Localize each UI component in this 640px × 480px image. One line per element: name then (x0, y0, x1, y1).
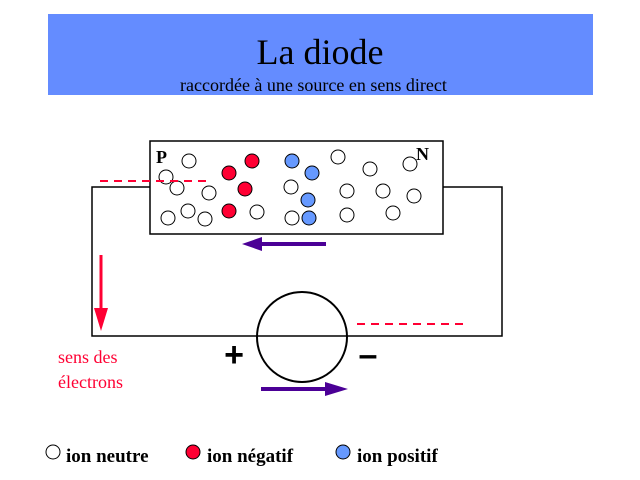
current-arrow-right (261, 382, 348, 396)
neutral-ion (375, 183, 391, 199)
positive-ion (304, 165, 320, 181)
neutral-ion (249, 204, 265, 220)
neutral-ion (284, 210, 300, 226)
positive-ion (300, 192, 316, 208)
neutral-ion (169, 180, 185, 196)
p-region-label: P (156, 147, 167, 167)
electron-direction-label-line2: électrons (58, 372, 123, 392)
legend-negative: ion négatif (207, 446, 294, 467)
electron-direction-arrow (94, 255, 108, 331)
neutral-ion-icon (45, 444, 61, 460)
neutral-ion (160, 210, 176, 226)
right-wire (347, 186, 503, 337)
neutral-ion (385, 205, 401, 221)
page-subtitle: raccordée à une source en sens direct (180, 75, 447, 95)
neutral-ion (362, 161, 378, 177)
negative-ion-icon (185, 444, 201, 460)
legend-neutral: ion neutre (66, 446, 149, 467)
neutral-ion (197, 211, 213, 227)
voltage-source-icon (256, 291, 348, 383)
legend-positive: ion positif (357, 446, 438, 467)
negative-ion (221, 165, 237, 181)
neutral-ion (283, 179, 299, 195)
neutral-ion (339, 183, 355, 199)
neutral-ion (181, 153, 197, 169)
negative-ion (221, 203, 237, 219)
neutral-ion (339, 207, 355, 223)
page-title: La diode (257, 32, 384, 72)
positive-ion-icon (335, 444, 351, 460)
negative-ion (237, 181, 253, 197)
neutral-ion (402, 156, 418, 172)
minus-terminal-label: – (359, 336, 378, 374)
electron-direction-label-line1: sens des (58, 347, 118, 367)
n-region-label: N (416, 144, 429, 164)
current-arrow-left (242, 237, 326, 251)
neutral-ion (406, 188, 422, 204)
left-wire (91, 186, 258, 337)
positive-ion (284, 153, 300, 169)
neutral-ion (201, 185, 217, 201)
plus-terminal-label: + (224, 336, 244, 374)
legend: ion neutre ion négatif ion positif (45, 444, 438, 467)
positive-ion (301, 210, 317, 226)
neutral-ion (330, 149, 346, 165)
title-banner (48, 14, 593, 95)
circuit-wires (91, 186, 503, 337)
neutral-ion (180, 203, 196, 219)
negative-ion (244, 153, 260, 169)
